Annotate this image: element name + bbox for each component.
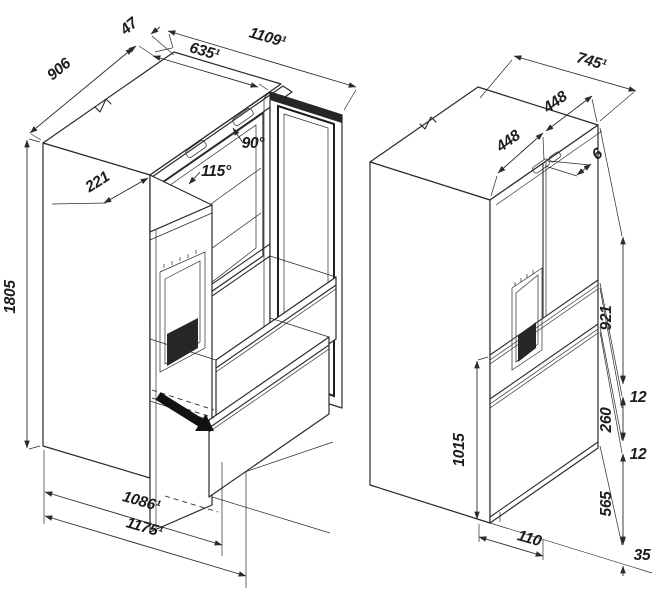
dim-label-35: 35 <box>634 547 651 564</box>
angle-label-90: 90° <box>242 135 266 152</box>
dim-1805: 1805 <box>2 138 41 450</box>
left-door-open-115 <box>149 174 213 533</box>
floor-edge <box>489 522 653 574</box>
dim-565: 565 <box>598 445 626 546</box>
water-dispenser-frame <box>159 251 206 373</box>
water-dispenser-tray <box>167 318 198 366</box>
floor-edge <box>369 484 491 524</box>
dim-label-745: 745¹ <box>575 49 608 74</box>
dim-label-12-lower: 12 <box>630 446 647 463</box>
drawers-pulled-out <box>149 255 337 498</box>
hinge-cover <box>185 140 207 158</box>
right-view-fridge-closed: 745¹ 448 448 6 921 12 <box>369 49 653 576</box>
dim-label-921: 921 <box>598 306 615 331</box>
dim-label-47: 47 <box>116 14 142 39</box>
dim-label-1015: 1015 <box>451 433 468 467</box>
hinge-cover <box>232 108 254 126</box>
angle-115: 115° <box>188 163 232 185</box>
dim-35: 35 <box>620 534 651 576</box>
plinth-edge <box>489 441 599 518</box>
door-top-band <box>495 130 603 206</box>
dim-label-260: 260 <box>598 407 615 434</box>
dim-921: 921 <box>598 127 626 397</box>
break-mark <box>419 116 437 130</box>
dim-260: 260 <box>598 326 626 442</box>
angle-90: 90° <box>232 127 266 152</box>
upper-drawer-front <box>215 276 337 423</box>
pull-direction-arrow <box>155 392 214 431</box>
lower-drawer-front <box>208 336 330 498</box>
dispenser-vent <box>163 250 197 268</box>
pull-direction-dash <box>151 389 215 411</box>
water-dispenser-recess <box>164 260 201 365</box>
cabinet-left-side-panel <box>369 161 491 524</box>
dim-47: 47 <box>116 14 175 56</box>
cabinet-front-face <box>489 124 599 524</box>
cabinet-left-side-panel <box>42 142 151 479</box>
dim-label-565: 565 <box>598 491 615 517</box>
water-dispenser <box>511 267 543 371</box>
hinge-cover <box>548 151 562 163</box>
dim-110: 110 <box>478 524 544 560</box>
dim-label-1109: 1109¹ <box>247 24 287 51</box>
dim-label-110: 110 <box>515 527 543 550</box>
dim-label-906: 906 <box>44 55 75 85</box>
angle-label-115: 115° <box>201 163 232 180</box>
left-view-fridge-open: 906 47 635¹ 1109¹ 1805 <box>2 14 357 588</box>
handle-grooves <box>489 279 599 409</box>
dim-1015: 1015 <box>451 356 489 520</box>
dim-label-12-upper: 12 <box>630 389 647 406</box>
dim-label-1805: 1805 <box>2 280 19 314</box>
